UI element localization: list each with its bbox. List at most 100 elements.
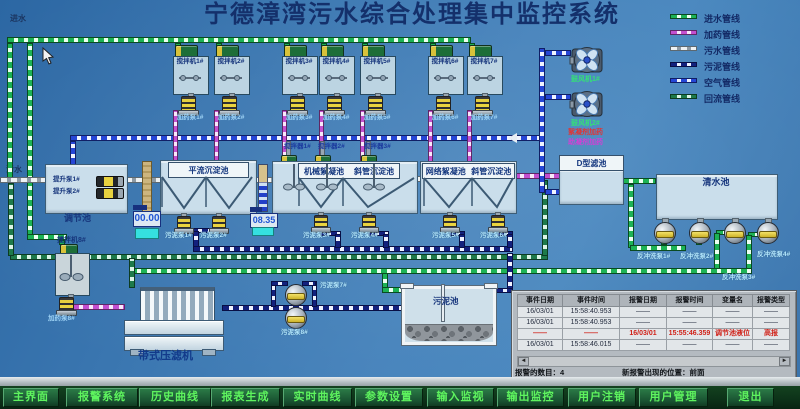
timer-tab bbox=[133, 205, 147, 210]
alarm-statusbar: 报警的数目：4 新报警出现的位置：前面 bbox=[514, 367, 794, 377]
alarm-cell: —— bbox=[619, 339, 667, 351]
pipe-green bbox=[630, 245, 686, 251]
alarm-cell: —— bbox=[752, 317, 790, 329]
sludge-pump-label: 污泥泵5# bbox=[432, 232, 459, 239]
alarm-col-header[interactable]: 报警日期 bbox=[619, 294, 667, 307]
scroll-left-arrow[interactable]: ◄ bbox=[518, 357, 529, 366]
toolbar-button-参数设置[interactable]: 参数设置 bbox=[355, 388, 423, 407]
toolbar-button-报警系统[interactable]: 报警系统 bbox=[66, 388, 138, 407]
pipe-navy bbox=[271, 281, 288, 286]
dosing-pump-label: 加药泵5# bbox=[363, 114, 391, 121]
mixer-tank bbox=[428, 56, 464, 95]
d-filter-tank bbox=[559, 169, 624, 205]
timer-tab bbox=[250, 207, 262, 212]
pipe-navy bbox=[383, 234, 389, 248]
mixer-tank-label: 搅拌机3# bbox=[285, 58, 313, 65]
mixer-paddle-icon bbox=[193, 75, 199, 81]
mixer-paddle-icon bbox=[326, 75, 332, 81]
toolbar-button-历史曲线[interactable]: 历史曲线 bbox=[139, 388, 211, 407]
mixer-tank-label: 搅拌机2# bbox=[217, 58, 245, 65]
toolbar-button-报表生成[interactable]: 报表生成 bbox=[211, 388, 280, 407]
alarm-cell: —— bbox=[712, 317, 753, 329]
mixer-tank bbox=[173, 56, 209, 95]
new-alarm-position: 新报警出现的位置：前面 bbox=[622, 368, 705, 377]
lift-pump-icon bbox=[96, 188, 124, 199]
basin-label: 网络絮凝池 bbox=[425, 166, 466, 176]
mixer-paddle-icon bbox=[221, 75, 227, 81]
mixer-tank-label: 搅拌机7# bbox=[470, 58, 498, 65]
alarm-cell: —— bbox=[712, 339, 753, 351]
alarm-cell: —— bbox=[666, 306, 713, 318]
basin-hopper-lines bbox=[283, 164, 415, 209]
alarm-col-header[interactable]: 事件日期 bbox=[517, 294, 563, 307]
legend-label-green: 进水管线 bbox=[704, 14, 741, 24]
scroll-right-arrow[interactable]: ► bbox=[779, 357, 790, 366]
mixer-paddle-icon bbox=[435, 75, 441, 81]
basin-hopper-lines bbox=[161, 176, 253, 210]
alarm-col-header[interactable]: 事件时间 bbox=[562, 294, 620, 307]
basin-label-strip: 平流沉淀池 bbox=[168, 162, 249, 178]
belt-press-upper bbox=[124, 320, 224, 335]
alarm-cell: —— bbox=[752, 339, 790, 351]
alarm-cell: 15:58:40.953 bbox=[562, 317, 620, 329]
alarm-col-header[interactable]: 报警类型 bbox=[752, 294, 790, 307]
sludge-tank-lip bbox=[484, 283, 498, 289]
lift-pump-label: 提升泵2# bbox=[53, 188, 80, 195]
pipe-navy bbox=[507, 253, 513, 293]
backwash-pump-label: 反冲洗泵1# bbox=[637, 253, 671, 260]
alarm-cell: 16/03/01 bbox=[517, 339, 563, 351]
basin-label: 平流沉淀池 bbox=[188, 165, 229, 175]
sludge-pump-icon bbox=[285, 307, 307, 329]
dosing-pump-base bbox=[56, 310, 77, 316]
sludge-pump-base bbox=[311, 227, 331, 233]
sludge-pump-base bbox=[174, 228, 194, 234]
alarm-col-header[interactable]: 变量名 bbox=[712, 294, 753, 307]
toolbar-button-输出监控[interactable]: 输出监控 bbox=[497, 388, 564, 407]
toolbar-button-实时曲线[interactable]: 实时曲线 bbox=[283, 388, 352, 407]
dosing-pump-label: 加药泵6# bbox=[431, 114, 459, 121]
mixer-paddle-icon bbox=[366, 77, 388, 79]
legend-swatch-magenta bbox=[670, 30, 697, 35]
sludge-tank-label: 污泥池 bbox=[433, 296, 459, 306]
sludge-pump-base bbox=[488, 227, 508, 233]
sludge-tank-lip bbox=[400, 283, 414, 289]
alarm-col-header[interactable]: 报警时间 bbox=[666, 294, 713, 307]
legend-swatch-white bbox=[670, 46, 697, 51]
dosing-point-label: 助凝剂加药 bbox=[568, 139, 603, 146]
legend-swatch-navy bbox=[670, 62, 697, 67]
d-filter-label: D型滤池 bbox=[559, 155, 624, 171]
mixer-tank bbox=[360, 56, 396, 95]
pipe-green bbox=[7, 43, 13, 179]
alarm-cell: —— bbox=[562, 328, 620, 340]
toolbar-button-用户注销[interactable]: 用户注销 bbox=[568, 388, 636, 407]
toolbar-button-用户管理[interactable]: 用户管理 bbox=[639, 388, 708, 407]
sludge-pump-base bbox=[440, 227, 460, 233]
backwash-pump-label: 反冲洗泵2# bbox=[680, 253, 714, 260]
dosing-pump-label: 加药泵8# bbox=[48, 315, 75, 322]
alarm-cell: —— bbox=[712, 306, 753, 318]
alarm-scrollbar[interactable]: ◄ ► bbox=[517, 356, 791, 367]
toolbar-button-退出[interactable]: 退出 bbox=[727, 388, 774, 407]
blower-label: 鼓风机1# bbox=[571, 76, 600, 83]
dosing-pump-base bbox=[324, 110, 345, 116]
mixer-paddle-icon bbox=[473, 77, 495, 79]
pipe-blue bbox=[545, 94, 571, 100]
belt-press-label: 带式压滤机 bbox=[138, 350, 193, 362]
toolbar-button-主界面[interactable]: 主界面 bbox=[3, 388, 59, 407]
alarm-cell: —— bbox=[666, 317, 713, 329]
pipe-green bbox=[628, 184, 634, 248]
bottom-toolbar: 主界面报警系统历史曲线报表生成实时曲线参数设置输入监视输出监控用户注销用户管理退… bbox=[0, 386, 800, 409]
mixer-paddle-icon bbox=[302, 75, 308, 81]
inlet-label: 污水 bbox=[6, 165, 22, 174]
pipe-teal bbox=[10, 254, 548, 260]
dosing-pump-label: 加药泵4# bbox=[322, 114, 350, 121]
toolbar-button-输入监视[interactable]: 输入监视 bbox=[427, 388, 494, 407]
alarm-cell: 16/03/01 bbox=[517, 317, 563, 329]
pipe-blue bbox=[539, 48, 545, 193]
